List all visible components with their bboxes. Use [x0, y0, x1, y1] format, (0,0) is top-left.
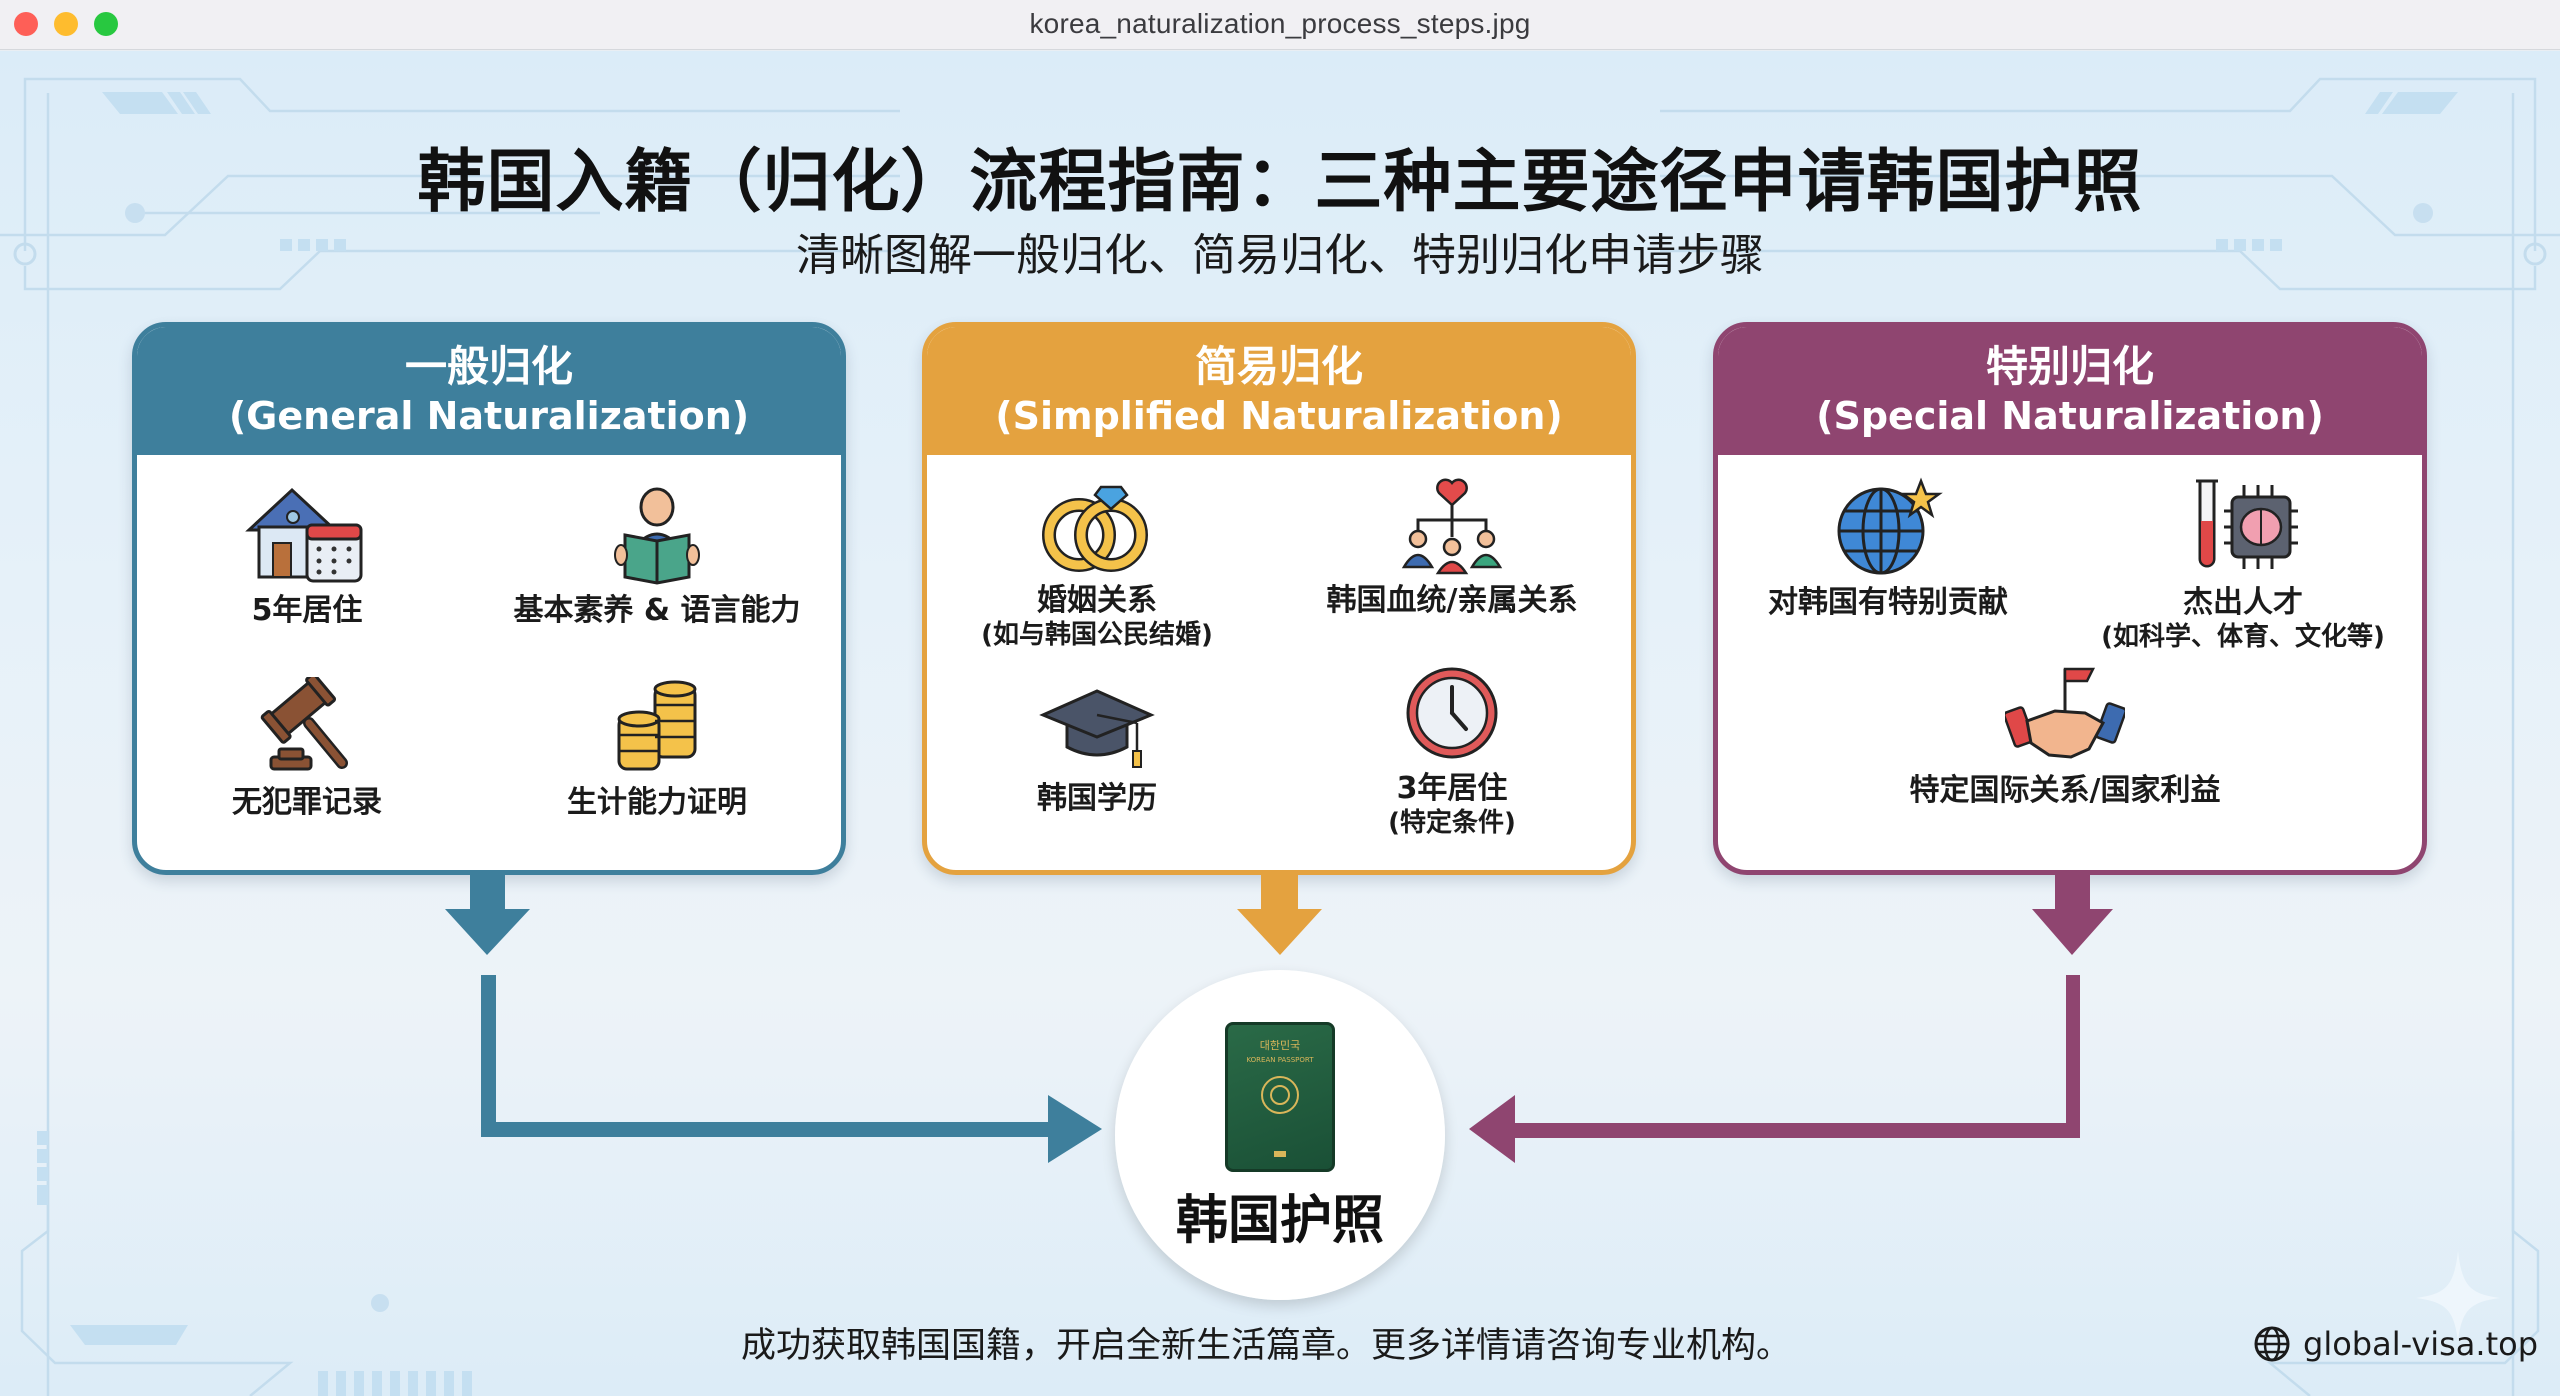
requirement-item: 基本素养 & 语言能力: [487, 485, 827, 629]
window-title: korea_naturalization_process_steps.jpg: [1029, 8, 1531, 39]
window-close-button[interactable]: [14, 12, 38, 36]
requirement-label: 韩国血统/亲属关系: [1326, 583, 1578, 618]
window-titlebar: korea_naturalization_process_steps.jpg: [0, 0, 2560, 50]
requirement-label: 5年居住: [251, 593, 363, 628]
website-link[interactable]: global-visa.top: [2253, 1325, 2538, 1363]
card-header: 一般归化 (General Naturalization): [137, 327, 841, 455]
coin-stacks-icon: [617, 680, 697, 771]
requirement-label: 杰出人才: [2183, 585, 2303, 620]
card-title-zh: 一般归化: [404, 342, 573, 391]
requirement-item: 韩国学历: [927, 683, 1267, 817]
globe-star-icon: [1837, 477, 1943, 575]
requirement-item: 无犯罪记录: [137, 677, 477, 821]
requirement-label: 生计能力证明: [567, 785, 747, 820]
gavel-icon: [260, 677, 348, 771]
window-minimize-button[interactable]: [54, 12, 78, 36]
card-general-naturalization: 一般归化 (General Naturalization) 5年居住: [132, 322, 846, 875]
arrow-simplified-to-passport: [1237, 873, 1322, 955]
page-title: 韩国入籍（归化）流程指南：三种主要途径申请韩国护照: [417, 143, 2143, 222]
globe-icon: [2254, 1326, 2290, 1362]
requirement-sublabel: (特定条件): [1388, 808, 1516, 838]
graduation-cap-icon: [1039, 689, 1155, 768]
page-subtitle: 清晰图解一般归化、简易归化、特别归化申请步骤: [796, 230, 1764, 281]
card-title-zh: 特别归化: [1985, 342, 2154, 391]
requirement-label: 基本素养 & 语言能力: [513, 593, 801, 628]
requirement-item: 特定国际关系/国家利益: [1895, 665, 2235, 809]
window-maximize-button[interactable]: [94, 12, 118, 36]
card-title-en: (General Naturalization): [228, 394, 750, 438]
family-tree-icon: [1401, 478, 1503, 575]
card-title-zh: 简易归化: [1194, 342, 1363, 391]
card-simplified-naturalization: 简易归化 (Simplified Naturalization) 婚姻关系 (如…: [922, 322, 1636, 875]
requirement-item: 杰出人才 (如科学、体育、文化等): [2073, 477, 2413, 653]
clock-icon: [1406, 667, 1498, 759]
card-header: 简易归化 (Simplified Naturalization): [927, 327, 1631, 455]
wedding-rings-icon: [1042, 485, 1148, 572]
test-tube-brain-chip-icon: [2196, 479, 2298, 569]
card-title-en: (Simplified Naturalization): [995, 394, 1563, 438]
requirement-sublabel: (如与韩国公民结婚): [981, 620, 1213, 650]
requirement-label: 婚姻关系: [1037, 583, 1157, 618]
requirement-item: 韩国血统/亲属关系: [1282, 475, 1622, 619]
requirement-item: 对韩国有特别贡献: [1718, 477, 2058, 621]
website-link-text[interactable]: global-visa.top: [2303, 1325, 2538, 1363]
card-special-naturalization: 特别归化 (Special Naturalization) 对韩国有特别贡献: [1713, 322, 2427, 875]
requirement-label: 无犯罪记录: [232, 785, 382, 820]
requirement-label: 对韩国有特别贡献: [1768, 585, 2008, 620]
requirement-label: 3年居住: [1396, 771, 1508, 806]
requirement-item: 生计能力证明: [487, 677, 827, 821]
requirement-item: 5年居住: [137, 485, 477, 629]
handshake-flag-icon: [2005, 667, 2125, 759]
arrow-general-to-passport: [445, 873, 1102, 1163]
svg-text:대한민국: 대한민국: [1260, 1039, 1300, 1052]
infographic-canvas: 韩国入籍（归化）流程指南：三种主要途径申请韩国护照 清晰图解一般归化、简易归化、…: [0, 51, 2560, 1396]
korean-passport-icon: 대한민국 KOREAN PASSPORT: [1225, 1022, 1335, 1172]
person-reading-book-icon: [614, 487, 700, 585]
requirement-item: 婚姻关系 (如与韩国公民结婚): [927, 475, 1267, 651]
footer-message: 成功获取韩国国籍，开启全新生活篇章。更多详情请咨询专业机构。: [740, 1326, 1791, 1366]
card-title-en: (Special Naturalization): [1816, 394, 2324, 438]
requirement-sublabel: (如科学、体育、文化等): [2101, 622, 2385, 652]
arrow-special-to-passport: [1469, 873, 2113, 1163]
requirement-item: 3年居住 (特定条件): [1282, 663, 1622, 839]
svg-text:KOREAN PASSPORT: KOREAN PASSPORT: [1246, 1056, 1314, 1064]
house-calendar-icon: [245, 487, 363, 583]
card-header: 特别归化 (Special Naturalization): [1718, 327, 2422, 455]
passport-label: 韩国护照: [1175, 1191, 1384, 1251]
requirement-label: 特定国际关系/国家利益: [1909, 773, 2221, 808]
flow-arrows: [445, 873, 2113, 1163]
requirement-label: 韩国学历: [1037, 781, 1157, 816]
